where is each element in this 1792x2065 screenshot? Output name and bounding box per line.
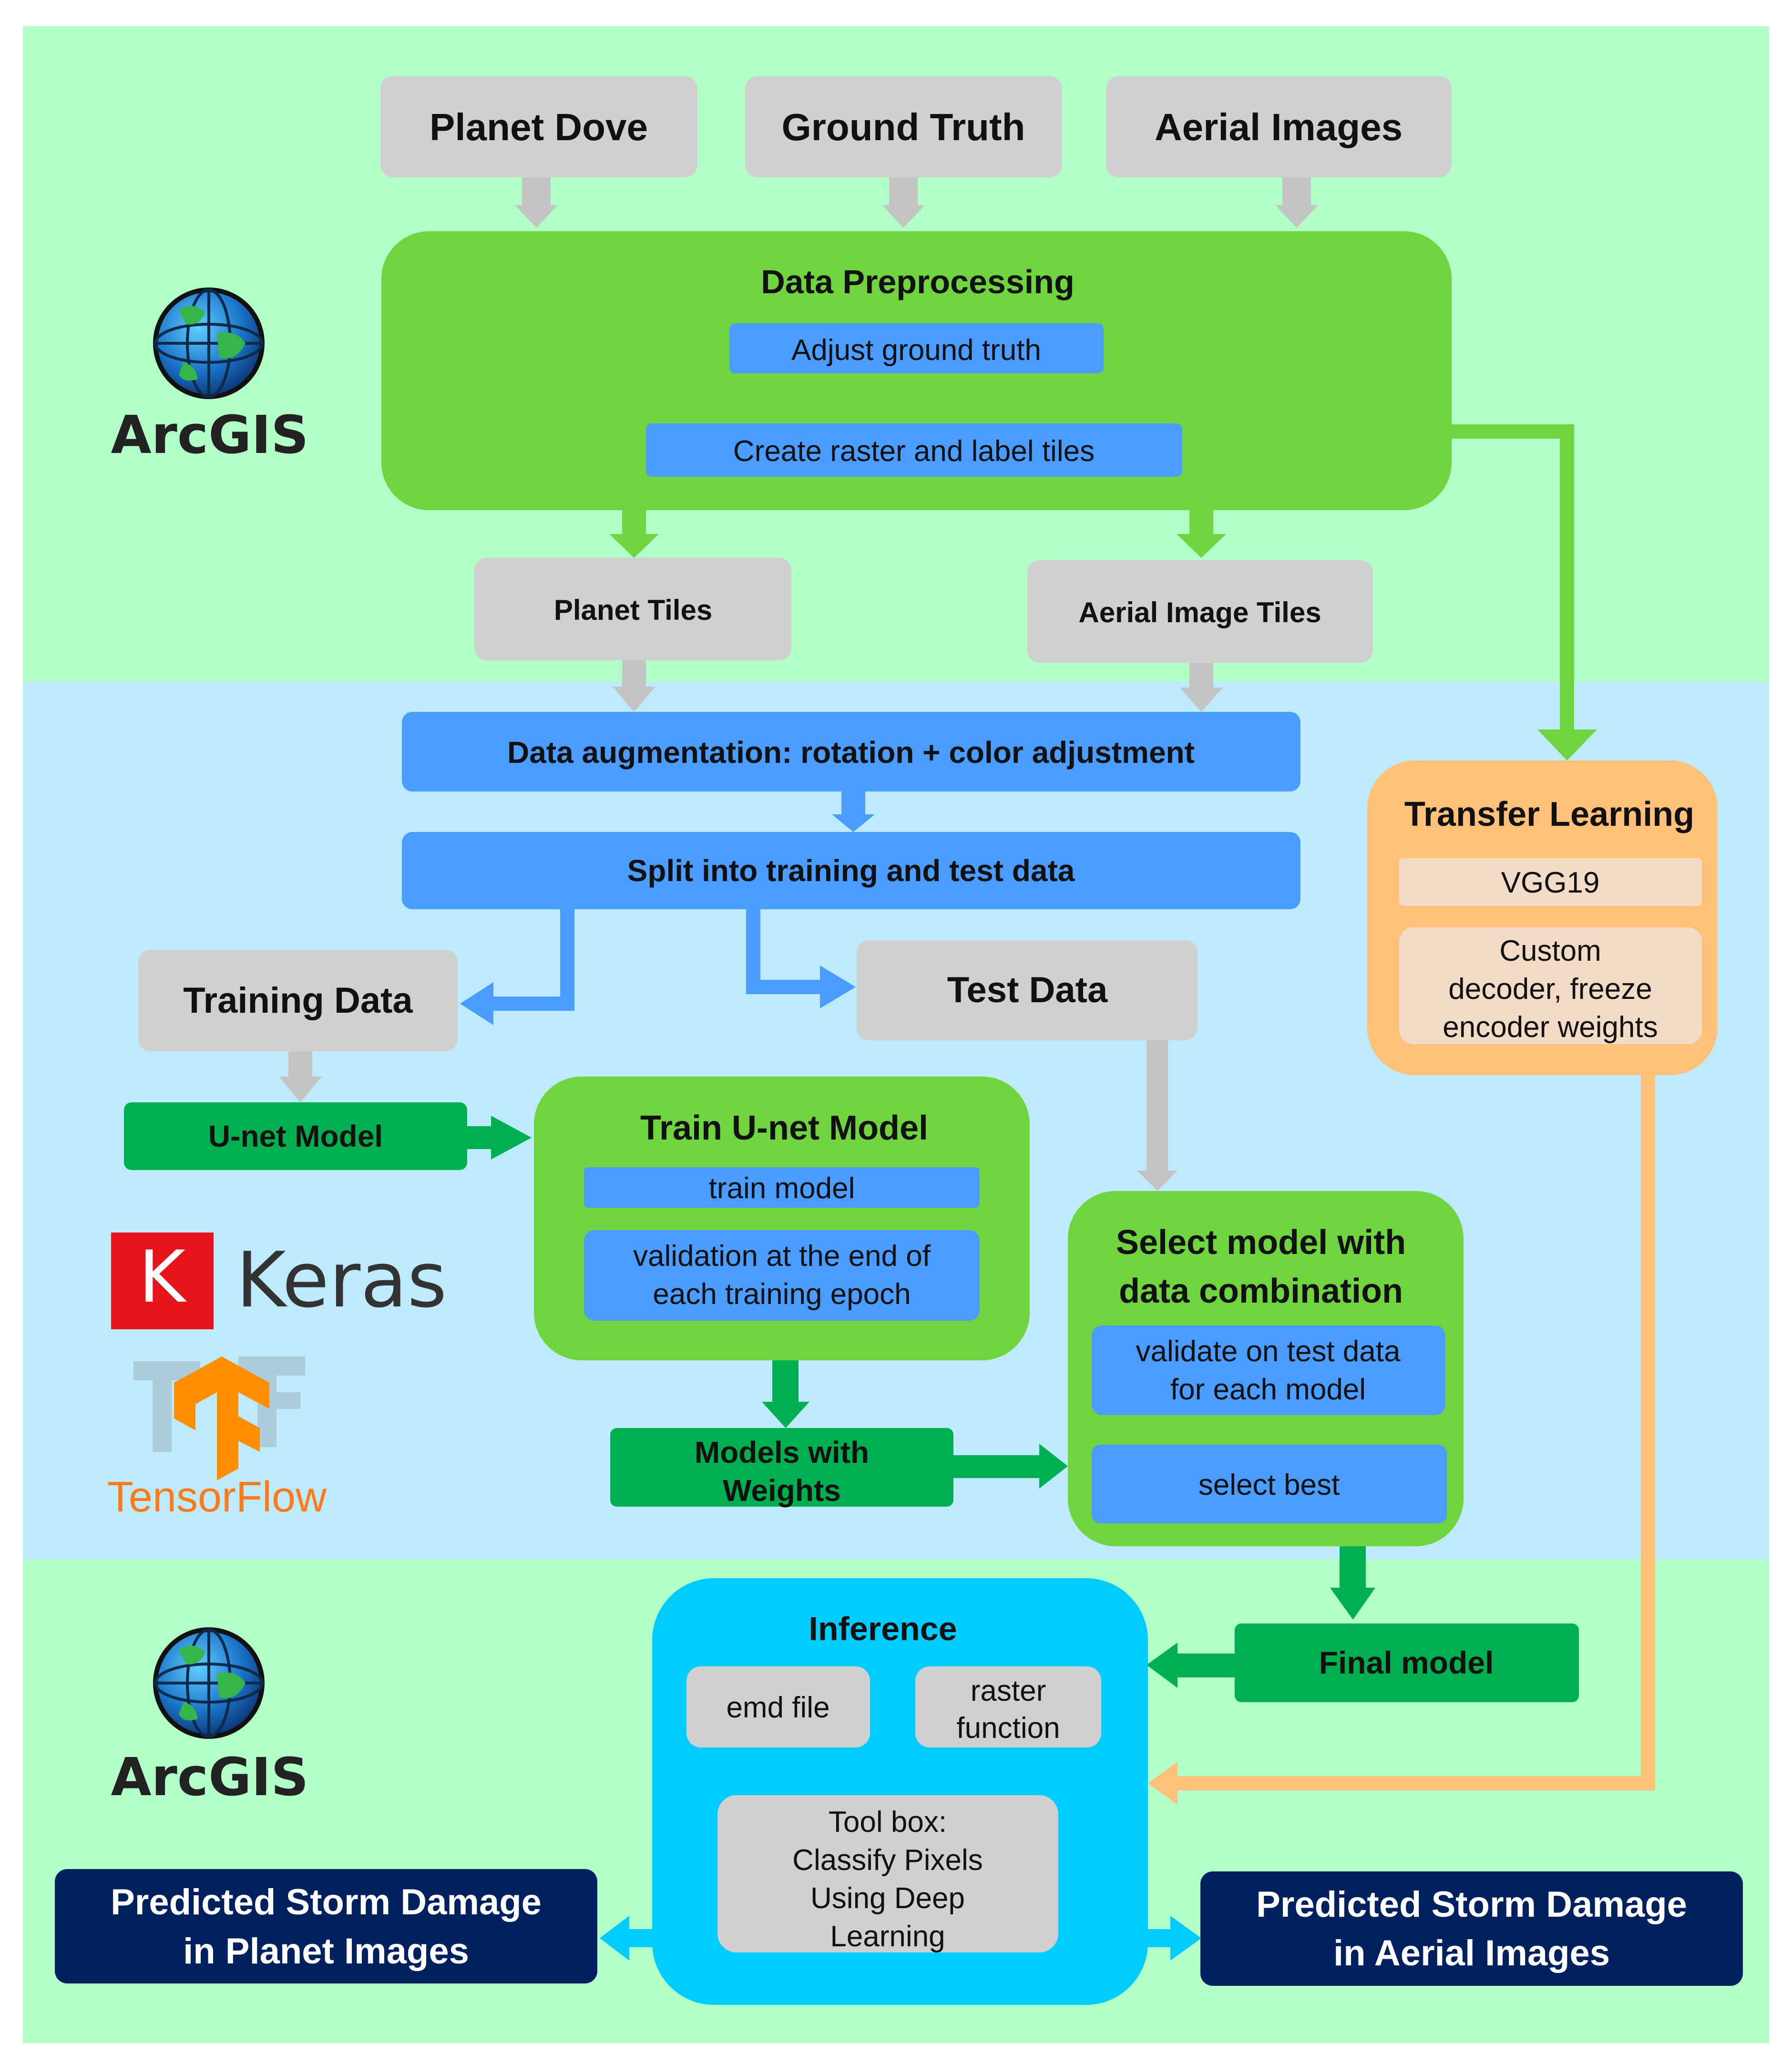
output-planet-line-2: in Planet Images (183, 1931, 469, 1972)
final-model-box: Final model (1235, 1623, 1579, 1702)
split-data-label: Split into training and test data (627, 853, 1075, 888)
training-data-label: Training Data (183, 980, 413, 1021)
unet-model-label: U-net Model (208, 1119, 383, 1153)
emd-file-label: emd file (726, 1691, 829, 1724)
models-with-weights-line-1: Models with (695, 1435, 869, 1469)
output-aerial-line-2: in Aerial Images (1333, 1933, 1610, 1973)
train-model-box: train model (584, 1167, 980, 1208)
aerial-image-tiles-box: Aerial Image Tiles (1027, 560, 1373, 663)
input-planet-dove-label: Planet Dove (430, 106, 648, 148)
inference-panel: Inference emd file raster function Tool … (652, 1578, 1148, 2005)
models-with-weights-box: Models with Weights (610, 1428, 953, 1508)
arcgis-wordmark-top: ArcGIS (111, 404, 308, 465)
input-aerial-images-label: Aerial Images (1155, 106, 1403, 148)
tensorflow-logo: TensorFlow (107, 1356, 327, 1521)
keras-icon-letter: K (139, 1236, 187, 1319)
input-planet-dove-box: Planet Dove (380, 76, 697, 177)
vgg19-label: VGG19 (1501, 866, 1600, 899)
test-data-box: Test Data (857, 940, 1198, 1040)
validation-epoch-box: validation at the end of each training e… (584, 1230, 980, 1321)
models-with-weights-line-2: Weights (723, 1473, 841, 1508)
data-augmentation-label: Data augmentation: rotation + color adju… (507, 735, 1195, 770)
validation-epoch-line-1: validation at the end of (633, 1240, 931, 1273)
validation-epoch-line-2: each training epoch (653, 1278, 911, 1311)
validate-test-line-1: validate on test data (1136, 1335, 1401, 1368)
custom-decoder-line-3: encoder weights (1443, 1011, 1658, 1044)
custom-decoder-line-2: decoder, freeze (1448, 973, 1652, 1006)
training-data-box: Training Data (138, 950, 458, 1051)
adjust-ground-truth-label: Adjust ground truth (791, 334, 1041, 367)
tensorflow-icon (133, 1356, 305, 1480)
select-model-panel: Select model with data combination valid… (1068, 1191, 1464, 1546)
toolbox-line-1: Tool box: (829, 1806, 947, 1839)
raster-function-line-2: function (956, 1712, 1060, 1745)
vgg19-box: VGG19 (1399, 858, 1702, 906)
custom-decoder-box: Custom decoder, freeze encoder weights (1399, 927, 1702, 1044)
train-unet-panel: Train U-net Model train model validation… (534, 1077, 1030, 1360)
output-planet-line-1: Predicted Storm Damage (111, 1882, 542, 1922)
select-model-title-line-1: Select model with (1116, 1223, 1406, 1262)
toolbox-line-4: Learning (830, 1920, 945, 1953)
raster-function-box: raster function (915, 1666, 1101, 1747)
test-data-label: Test Data (947, 970, 1108, 1010)
data-preprocessing-panel: Data Preprocessing Adjust ground truth C… (381, 231, 1452, 510)
unet-model-box: U-net Model (124, 1102, 467, 1170)
final-model-label: Final model (1319, 1645, 1494, 1680)
validate-test-line-2: for each model (1170, 1373, 1366, 1406)
transfer-learning-title: Transfer Learning (1404, 795, 1694, 833)
tensorflow-wordmark: TensorFlow (107, 1473, 327, 1521)
train-model-label: train model (709, 1172, 855, 1205)
planet-tiles-box: Planet Tiles (474, 558, 791, 660)
select-best-label: select best (1198, 1469, 1340, 1501)
input-aerial-images-box: Aerial Images (1106, 76, 1452, 177)
create-tiles-label: Create raster and label tiles (733, 435, 1095, 468)
select-best-box: select best (1092, 1445, 1447, 1523)
toolbox-line-3: Using Deep (810, 1882, 965, 1915)
transfer-learning-panel: Transfer Learning VGG19 Custom decoder, … (1367, 760, 1718, 1075)
input-ground-truth-box: Ground Truth (745, 76, 1062, 177)
toolbox-box: Tool box: Classify Pixels Using Deep Lea… (717, 1795, 1058, 1953)
data-augmentation-box: Data augmentation: rotation + color adju… (402, 712, 1300, 791)
custom-decoder-line-1: Custom (1499, 935, 1601, 967)
keras-icon (111, 1233, 214, 1329)
adjust-ground-truth-box: Adjust ground truth (729, 323, 1104, 373)
keras-wordmark: Keras (236, 1235, 447, 1325)
raster-function-line-1: raster (971, 1675, 1046, 1707)
data-preprocessing-title: Data Preprocessing (761, 263, 1074, 300)
train-unet-title: Train U-net Model (640, 1109, 928, 1147)
aerial-image-tiles-label: Aerial Image Tiles (1078, 596, 1321, 628)
emd-file-box: emd file (686, 1666, 870, 1747)
split-data-box: Split into training and test data (402, 832, 1300, 909)
planet-tiles-label: Planet Tiles (554, 594, 712, 626)
arcgis-wordmark-bottom: ArcGIS (111, 1747, 308, 1808)
inference-title: Inference (809, 1610, 957, 1647)
arcgis-globe-icon (153, 1627, 265, 1739)
output-aerial-box: Predicted Storm Damage in Aerial Images (1200, 1871, 1743, 1986)
select-model-title-line-2: data combination (1119, 1272, 1403, 1310)
validate-test-box: validate on test data for each model (1092, 1325, 1445, 1415)
keras-logo: K Keras (111, 1233, 447, 1329)
arcgis-logo-top: ArcGIS (111, 288, 309, 465)
output-planet-box: Predicted Storm Damage in Planet Images (55, 1869, 597, 1983)
toolbox-line-2: Classify Pixels (792, 1844, 983, 1877)
arcgis-globe-icon (153, 288, 265, 399)
arcgis-logo-bottom: ArcGIS (111, 1627, 309, 1808)
input-ground-truth-label: Ground Truth (781, 106, 1025, 148)
output-aerial-line-1: Predicted Storm Damage (1256, 1884, 1687, 1925)
create-tiles-box: Create raster and label tiles (646, 423, 1182, 477)
